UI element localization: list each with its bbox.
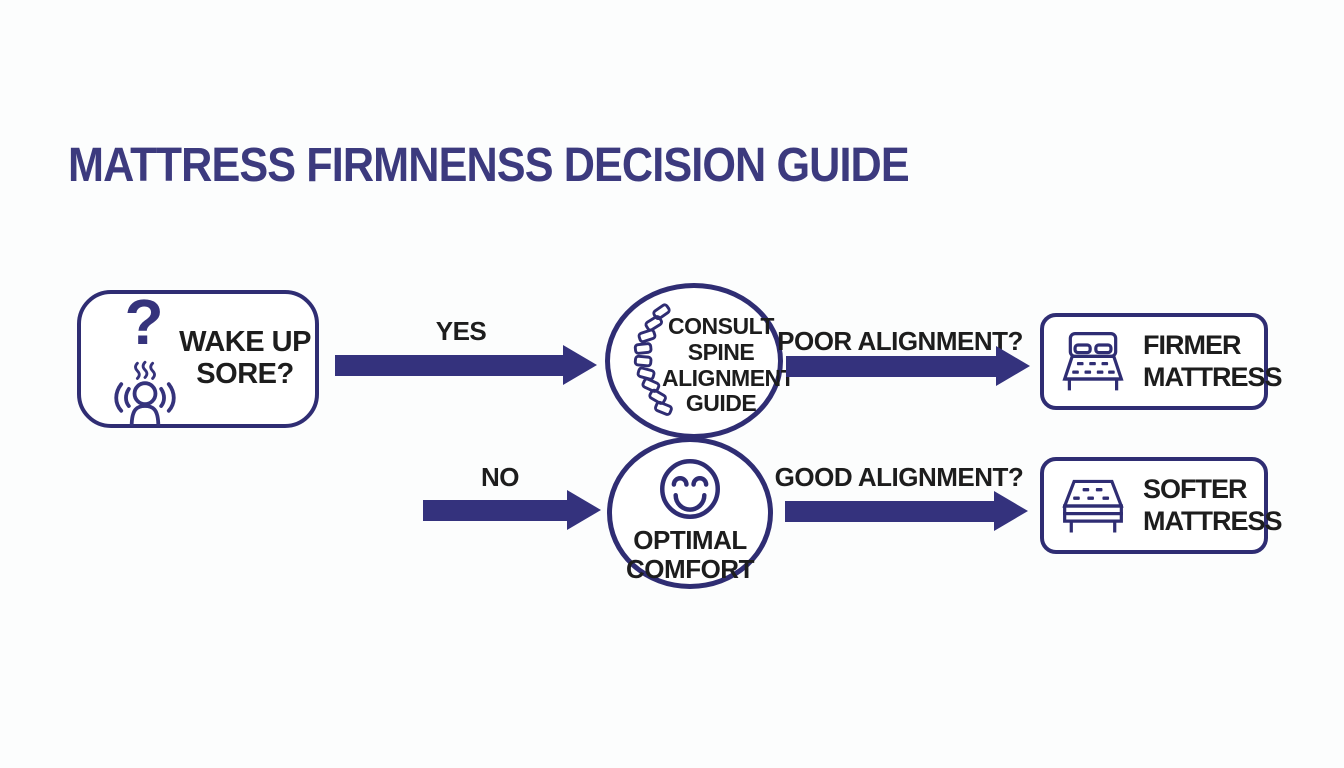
consult-node-label: CONSULT SPINE ALIGNMENT GUIDE bbox=[662, 313, 795, 417]
optimal-node-label: OPTIMAL COMFORT bbox=[626, 525, 754, 585]
softer-node-label: SOFTER MATTRESS bbox=[1143, 474, 1283, 536]
start-node-label: WAKE UP SORE? bbox=[179, 326, 311, 391]
arrow-yes bbox=[335, 344, 597, 386]
smiley-icon bbox=[656, 455, 724, 523]
arrow-good-alignment bbox=[785, 490, 1028, 532]
question-mark-icon: ? bbox=[124, 286, 164, 358]
edge-label-yes: YES bbox=[435, 316, 487, 346]
arrow-shaft bbox=[786, 355, 996, 377]
outcome-softer-mattress: SOFTER MATTRESS bbox=[1040, 457, 1283, 554]
spine-icon bbox=[618, 300, 676, 424]
arrow-head bbox=[996, 346, 1030, 386]
sore-person-icon bbox=[97, 348, 193, 426]
arrow-shaft bbox=[335, 354, 563, 376]
start-node-wake-up-sore: ? WAKE UP SORE? bbox=[77, 290, 319, 428]
arrow-shaft bbox=[423, 499, 567, 521]
edge-label-no: NO bbox=[481, 462, 520, 492]
arrow-shaft bbox=[785, 500, 994, 522]
node-consult-spine-alignment: CONSULT SPINE ALIGNMENT GUIDE bbox=[605, 283, 795, 439]
arrow-poor-alignment bbox=[786, 345, 1030, 387]
firmer-node-label: FIRMER MATTRESS bbox=[1143, 330, 1283, 392]
arrow-head bbox=[567, 490, 601, 530]
mattress-icon bbox=[1059, 473, 1127, 539]
edge-label-poor-alignment: POOR ALIGNMENT? bbox=[777, 326, 1023, 356]
outcome-firmer-mattress: FIRMER MATTRESS bbox=[1040, 313, 1283, 410]
node-optimal-comfort: OPTIMAL COMFORT bbox=[607, 437, 773, 589]
edge-label-good-alignment: GOOD ALIGNMENT? bbox=[774, 462, 1024, 492]
arrow-no bbox=[423, 489, 601, 531]
arrow-head bbox=[994, 491, 1028, 531]
bed-icon bbox=[1059, 329, 1127, 395]
page-title: MATTRESS FIRMNENSS DECISION GUIDE bbox=[68, 139, 910, 192]
arrow-head bbox=[563, 345, 597, 385]
